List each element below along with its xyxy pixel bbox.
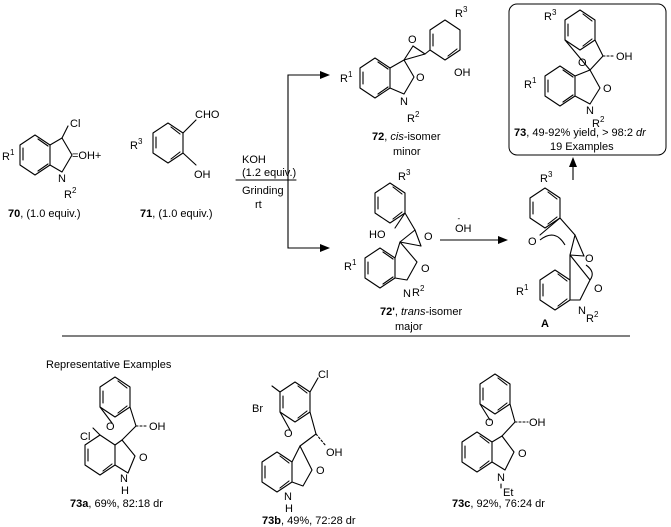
hydroxyl-label: OH xyxy=(529,417,546,429)
chlorine-label: Cl xyxy=(70,118,80,130)
r3-label: R3 xyxy=(130,137,143,152)
phenol-oh-label: HO xyxy=(369,229,386,241)
example-73a-structure: O OH Cl O N H xyxy=(80,376,166,497)
phenoxide-o-label: O xyxy=(528,236,537,248)
carbonyl-o-label: O xyxy=(139,452,148,464)
forked-arrow xyxy=(287,71,330,252)
phenol-oh-label: OH xyxy=(454,67,471,79)
example-73c-caption: 73c, 92%, 76:24 dr xyxy=(452,498,545,510)
furan-o-label: O xyxy=(284,428,293,440)
example-73a-caption: 73a, 69%, 82:18 dr xyxy=(70,498,163,510)
carbonyl-o-label: O xyxy=(316,465,325,477)
hydroxyl-label: OH xyxy=(149,421,166,433)
r1-label: R1 xyxy=(524,76,537,91)
r1-label: R1 xyxy=(516,283,529,298)
nitrogen-label: N xyxy=(120,473,128,485)
compound-70-structure: Cl =OH+ N R1 R2 xyxy=(2,118,101,201)
compound-72p-structure: HO O O N R1 R2 R3 xyxy=(344,168,433,300)
r3-label: R3 xyxy=(455,5,468,20)
chlorine-label: Cl xyxy=(80,431,90,443)
nitrogen-label: N xyxy=(58,173,66,185)
furan-o-label: O xyxy=(485,417,494,429)
r1-label: R1 xyxy=(2,148,15,163)
nitrogen-label: N xyxy=(284,491,292,503)
compound-72-note: minor xyxy=(393,146,421,158)
compound-73-structure: O OH O N R1 R2 R3 xyxy=(524,8,633,130)
compound-72-structure: O OH O N R1 R2 R3 xyxy=(340,5,471,125)
conditions-base: KOH xyxy=(242,154,266,166)
r3-label: R3 xyxy=(540,170,553,185)
compound-71-caption: 71, (1.0 equiv.) xyxy=(140,208,213,220)
example-73b-caption: 73b, 49%, 72:28 dr xyxy=(262,515,356,527)
compound-72p-note: major xyxy=(395,321,423,333)
r2-label: R2 xyxy=(407,110,420,125)
curved-arrow xyxy=(539,234,566,246)
r3-label: R3 xyxy=(398,168,411,183)
bromine-label: Br xyxy=(252,403,263,415)
hydroxyl-label: OH xyxy=(326,447,343,459)
carbonyl-o-label: O xyxy=(518,448,527,460)
curved-arrow xyxy=(585,264,593,281)
example-73b-structure: Cl Br O OH O N H xyxy=(252,369,343,515)
r2-label: R2 xyxy=(64,186,77,201)
intermediate-a-caption: A xyxy=(541,318,549,330)
compound-70-caption: 70, (1.0 equiv.) xyxy=(8,208,81,220)
carbonyl-o-label: O xyxy=(603,83,612,95)
nitrogen-label: N xyxy=(578,305,586,317)
compound-71-structure: CHO OH R3 xyxy=(130,109,220,181)
r1-label: R1 xyxy=(344,258,357,273)
nh-hydrogen-label: H xyxy=(285,503,293,515)
r2-label: R2 xyxy=(586,310,599,325)
compound-73-examples: 19 Examples xyxy=(550,141,614,153)
epoxide-o-label: O xyxy=(585,253,594,265)
aldehyde-label: CHO xyxy=(195,109,220,121)
hydroxide-label: OH- xyxy=(455,214,472,235)
examples-header: Representative Examples xyxy=(46,359,172,371)
phenol-oh-label: OH xyxy=(194,169,211,181)
r2-label: R2 xyxy=(412,284,425,299)
conditions-temperature: rt xyxy=(255,199,262,211)
compound-72p-caption: 72', trans-isomer xyxy=(380,306,462,318)
product-box xyxy=(508,3,667,156)
carbonyl-o-label: O xyxy=(421,263,430,275)
compound-73-caption: 73, 49-92% yield, > 98:2 dr xyxy=(514,127,647,139)
r3-label: R3 xyxy=(544,8,557,23)
r1-label: R1 xyxy=(340,70,353,85)
carbonyl-o-label: O xyxy=(416,72,425,84)
chlorine-label: Cl xyxy=(318,369,328,381)
conditions-method: Grinding xyxy=(242,185,284,197)
furan-o-label: O xyxy=(106,421,115,433)
hydroxyl-label: OH xyxy=(616,51,633,63)
epoxide-o-label: O xyxy=(408,34,417,46)
example-73c-structure: O OH O N Et xyxy=(461,373,546,499)
nitrogen-label: N xyxy=(586,105,594,117)
carbonyl-o-label: O xyxy=(594,283,603,295)
epoxide-o-label: O xyxy=(424,231,433,243)
ethyl-label: Et xyxy=(503,487,513,499)
nitrogen-label: N xyxy=(403,288,411,300)
nitrogen-label: N xyxy=(400,96,408,108)
conditions-equiv: (1.2 equiv.) xyxy=(242,167,296,179)
enol-oh-label: =OH+ xyxy=(72,150,101,162)
nh-hydrogen-label: H xyxy=(121,485,129,497)
intermediate-a-structure: O O O N R1 R2 R3 xyxy=(516,170,603,325)
r2-label: R2 xyxy=(592,115,605,130)
furan-o-label: O xyxy=(578,57,587,69)
nitrogen-label: N xyxy=(497,472,505,484)
compound-72-caption: 72, cis-isomer xyxy=(372,131,441,143)
